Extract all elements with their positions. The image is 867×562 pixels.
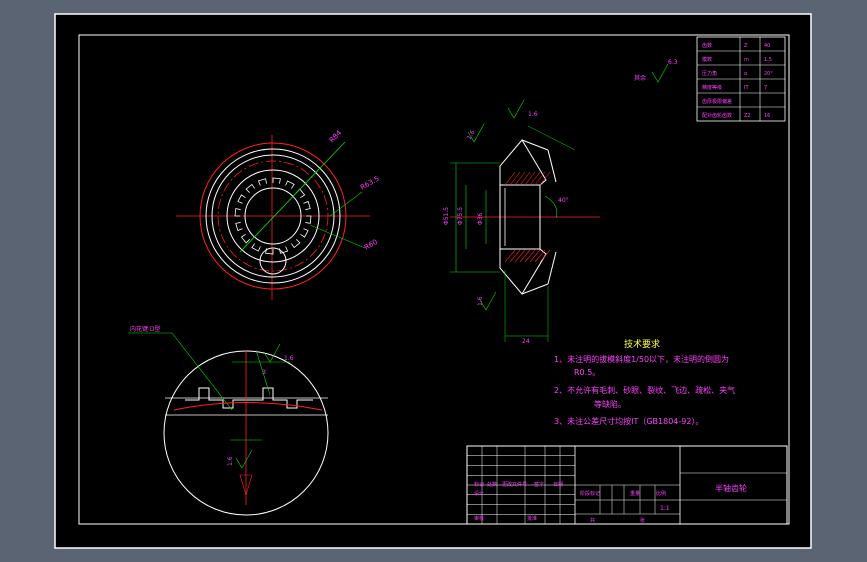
tb-scale: 1:1: [660, 505, 670, 512]
general-roughness: 其余 6.3: [634, 59, 678, 83]
spline-tooth: [300, 228, 309, 238]
hatch-line: [509, 249, 521, 263]
param-symbol: Z2: [744, 113, 751, 119]
tb-change: 更改文件号: [502, 481, 527, 488]
param-value: 20°: [764, 71, 773, 77]
dim-d36: Φ36: [477, 212, 484, 225]
title-block: 半轴齿轮 标记 处数 更改文件号 签字 日期 设计 审核 批准 阶段标记 重量 …: [466, 445, 788, 525]
spline-tooth: [305, 215, 312, 224]
param-label: 精度等级: [702, 84, 722, 91]
param-symbol: α: [744, 71, 748, 77]
tech-line-4: 等缺陷。: [594, 399, 626, 409]
spline-tooth: [240, 234, 250, 244]
param-symbol: m: [744, 57, 749, 63]
tb-review: 审核: [474, 515, 484, 522]
param-value: 1.5: [764, 57, 772, 63]
param-symbol: IT: [744, 85, 749, 91]
param-label: 齿厚极限偏差: [702, 98, 732, 105]
param-symbol: Z: [744, 43, 748, 49]
tech-line-5: 3、未注公差尺寸均按IT（GB1804-92）。: [554, 416, 703, 426]
tech-title: 技术要求: [624, 338, 660, 350]
tb-sheet: 共: [590, 517, 595, 524]
tech-line-1: 1、未注明的拔模斜度1/50以下，未注明的倒圆为: [554, 354, 729, 364]
roughness-value: 6.3: [668, 59, 678, 66]
tech-line-3: 2、不允许有毛刺、砂眼、裂纹、飞边、疏松、夹气: [554, 385, 735, 395]
tb-scale-label: 比例: [656, 490, 666, 497]
tb-count: 处数: [487, 481, 497, 488]
dim-width: 24: [522, 338, 530, 345]
hatch-line: [529, 249, 541, 263]
param-value: 40: [764, 43, 770, 49]
spline-tooth: [285, 180, 295, 189]
rough-2: 1.6: [466, 129, 477, 141]
tech-line-2: R0.5。: [574, 368, 600, 377]
part-name: 半轴齿轮: [715, 483, 747, 493]
param-value: 7: [764, 85, 767, 91]
spline-tooth: [291, 239, 301, 249]
spline-tooth: [235, 222, 243, 232]
section-hatch: [504, 171, 551, 263]
drawing-frame: [78, 34, 790, 525]
spline-tooth: [303, 200, 311, 210]
hatch-line: [504, 171, 516, 186]
spline-tooth: [257, 178, 267, 186]
tb-sign: 签字: [534, 481, 544, 488]
tb-weight: 重量: [630, 490, 640, 497]
param-label: 配对齿轮齿数: [702, 112, 732, 119]
tb-mark: 标记: [474, 481, 484, 488]
roughness-label: 其余: [634, 74, 646, 82]
param-label: 压力角: [702, 70, 717, 77]
tech-requirements: 技术要求 1、未注明的拔模斜度1/50以下，未注明的倒圆为 R0.5。 2、不允…: [554, 338, 735, 426]
hatch-line: [534, 171, 546, 186]
hatch-line: [524, 249, 536, 263]
hatch-line: [509, 171, 521, 186]
top-view: R84 R63.5 R60: [176, 129, 381, 300]
hatch-line: [524, 171, 536, 186]
dim-d51: Φ51.5: [443, 207, 450, 225]
spline-teeth: [234, 177, 312, 255]
dim-d75: Φ75.5: [457, 207, 464, 225]
tb-date: 日期: [553, 482, 563, 488]
detail-view: 内花键 D型 1.6 3 1.6: [128, 325, 329, 516]
param-label: 齿数: [702, 42, 712, 49]
spline-tooth: [245, 183, 255, 193]
hatch-line: [539, 249, 551, 263]
side-view: Φ51.5 Φ75.5 Φ36 40° 24 1.6 1.6 1.6: [443, 99, 600, 345]
param-value: 16: [764, 113, 770, 119]
tb-sheet-of: 张: [640, 517, 645, 524]
detail-rough: 1.6: [284, 355, 294, 362]
hatch-line: [519, 171, 531, 186]
spline-tooth: [251, 243, 261, 252]
hatch-line: [519, 249, 531, 263]
sheet-border: [54, 13, 812, 549]
hatch-line: [514, 171, 526, 186]
hatch-line: [504, 249, 516, 263]
rough-1: 1.6: [528, 111, 538, 118]
detail-label: 内花键 D型: [130, 325, 161, 333]
detail-w1: 3: [262, 369, 266, 376]
tb-stage: 阶段标记: [580, 490, 600, 497]
tb-approve: 批准: [527, 515, 537, 522]
spline-tooth: [234, 208, 241, 217]
detail-h: 1.6: [227, 456, 234, 466]
rough-3: 1.6: [477, 296, 484, 306]
hatch-line: [539, 171, 551, 186]
param-label: 模数: [702, 56, 712, 63]
hatch-line: [529, 171, 541, 186]
dim-angle: 40°: [558, 197, 569, 204]
spline-tooth: [237, 194, 246, 204]
hatch-line: [514, 249, 526, 263]
spline-tooth: [272, 177, 281, 184]
spline-tooth: [279, 246, 289, 254]
tb-design: 设计: [474, 490, 484, 497]
spline-tooth: [265, 248, 274, 255]
hatch-line: [534, 249, 546, 263]
